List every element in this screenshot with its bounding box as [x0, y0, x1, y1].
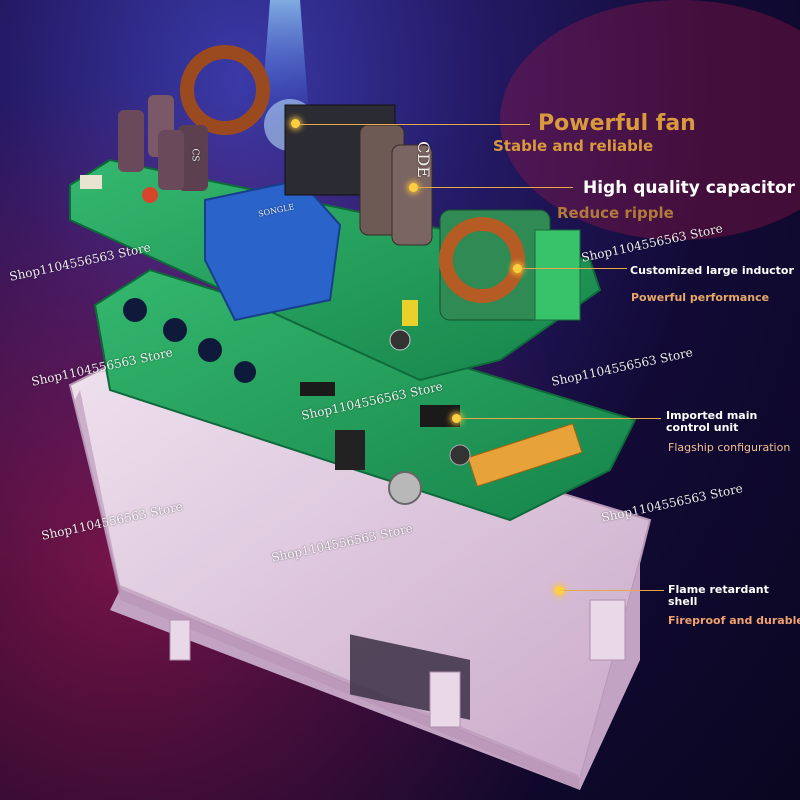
- relay: [204, 178, 342, 322]
- lcd-ribbon: [467, 423, 583, 487]
- control-leader-line: [461, 418, 661, 419]
- inductor-subtitle: Powerful performance: [631, 291, 770, 304]
- mcu-chip: [420, 405, 460, 427]
- capacitor-title: High quality capacitor: [583, 178, 796, 198]
- shell-title-line2: shell: [668, 595, 698, 608]
- capacitor-leader-line: [418, 187, 573, 188]
- shell-callout-dot: [555, 586, 564, 595]
- shell-leader-line: [564, 590, 664, 591]
- fan-title: Powerful fan: [538, 111, 696, 136]
- control-subtitle: Flagship configuration: [668, 441, 791, 454]
- small-capacitors: [118, 95, 208, 191]
- control-callout-dot: [452, 414, 461, 423]
- control-title-line2: control unit: [666, 421, 739, 434]
- capacitor-callout-dot: [409, 183, 418, 192]
- inductor-title: Customized large inductor: [630, 264, 794, 277]
- capacitor-brand: CDE: [413, 141, 433, 178]
- shell-subtitle: Fireproof and durable: [668, 614, 800, 627]
- fan-subtitle: Stable and reliable: [493, 137, 654, 155]
- shell-enclosure: [68, 358, 652, 790]
- terminal-block: [534, 229, 581, 321]
- inductor-callout-dot: [513, 264, 522, 273]
- inductor-leader-line: [522, 268, 627, 269]
- magenta-haze: [500, 0, 800, 240]
- small-cap-marking: CS: [189, 148, 200, 162]
- power-board-pcb: [69, 45, 602, 382]
- large-inductor: [439, 217, 525, 303]
- control-board-pcb: [93, 268, 637, 522]
- toroid-inductor-top: [180, 45, 270, 135]
- light-beam: [260, 0, 310, 130]
- fan-callout-dot: [291, 119, 300, 128]
- fan-leader-line: [300, 124, 530, 125]
- big-capacitor-2: [391, 144, 433, 246]
- capacitor-subtitle: Reduce ripple: [557, 204, 674, 222]
- shell-title-line1: Flame retardant: [668, 583, 769, 596]
- control-title-line1: Imported main: [666, 409, 758, 422]
- coin-battery: [388, 471, 422, 505]
